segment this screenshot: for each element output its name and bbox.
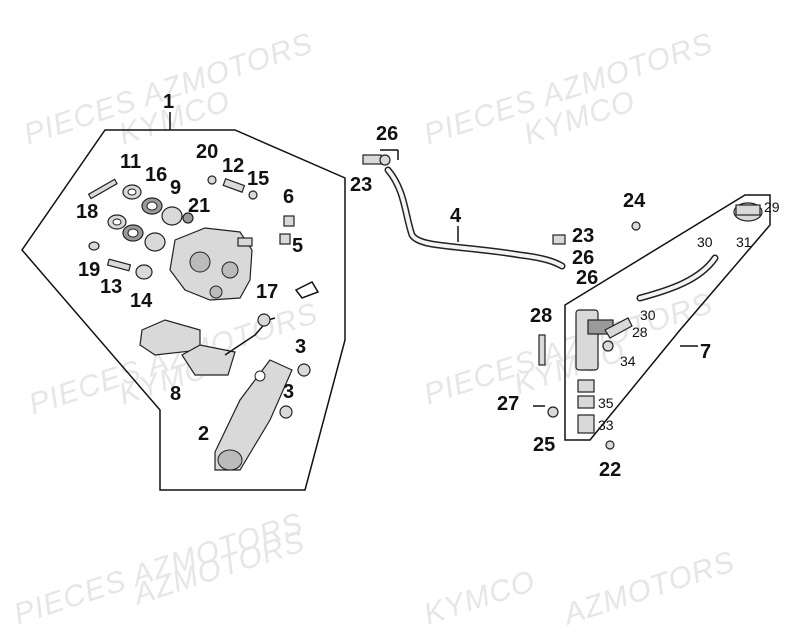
brake-pad — [139, 319, 236, 376]
callout-12: 12 — [222, 155, 244, 177]
callout-26: 26 — [572, 247, 594, 269]
master-cylinder-body — [575, 309, 633, 434]
callout-3: 3 — [283, 381, 294, 403]
exploded-parts-diagram: 1 2 3 3 4 5 6 7 8 9 11 12 13 14 15 16 17… — [21, 91, 780, 491]
brake-hose — [362, 154, 566, 270]
callout-20: 20 — [196, 141, 218, 163]
washer-part — [107, 184, 142, 230]
callout-14: 14 — [130, 290, 153, 312]
callout-27: 27 — [497, 393, 519, 415]
master-cylinder-outline — [564, 194, 771, 441]
callout-31: 31 — [736, 234, 752, 250]
callout-15: 15 — [247, 168, 269, 190]
callout-33: 33 — [598, 417, 614, 433]
caliper-body — [169, 227, 253, 301]
callout-8: 8 — [170, 383, 181, 405]
reservoir-hose — [636, 254, 719, 302]
callout-19: 19 — [78, 259, 100, 281]
callout-2: 2 — [198, 423, 209, 445]
callout-23: 23 — [572, 225, 594, 247]
pad-spring — [224, 313, 276, 356]
callout-13: 13 — [100, 276, 122, 298]
callout-17: 17 — [256, 281, 278, 303]
callout-16: 16 — [145, 164, 167, 186]
caliper-bracket — [214, 359, 293, 471]
callout-4: 4 — [450, 205, 462, 227]
callout-18: 18 — [76, 201, 98, 223]
callout-35: 35 — [598, 395, 614, 411]
callout-5: 5 — [292, 235, 303, 257]
callout-21: 21 — [188, 195, 210, 217]
callout-9: 9 — [170, 177, 181, 199]
callout-26: 26 — [376, 123, 398, 145]
callout-7: 7 — [700, 341, 711, 363]
callout-1: 1 — [163, 91, 174, 113]
bolt-part — [279, 215, 295, 245]
callout-3: 3 — [295, 336, 306, 358]
small-part — [533, 221, 641, 450]
callout-28: 28 — [530, 305, 552, 327]
callout-30: 30 — [640, 307, 656, 323]
bolt-part — [279, 363, 311, 419]
clip-part — [294, 281, 320, 299]
callout-29: 29 — [764, 199, 780, 215]
pin-part — [88, 241, 153, 280]
callout-11: 11 — [120, 151, 141, 173]
callout-6: 6 — [283, 186, 294, 208]
seal-part — [122, 197, 163, 242]
caliper-group-outline — [21, 129, 346, 491]
callout-30: 30 — [697, 234, 713, 250]
callout-34: 34 — [620, 353, 636, 369]
callout-28: 28 — [632, 324, 648, 340]
callout-25: 25 — [533, 434, 555, 456]
callout-26: 26 — [576, 267, 598, 289]
callout-22: 22 — [599, 459, 621, 481]
bleeder-part — [182, 175, 258, 224]
callout-24: 24 — [623, 190, 646, 212]
callout-23: 23 — [350, 174, 372, 196]
reservoir-part — [733, 202, 763, 222]
bolt-part — [87, 178, 118, 200]
piston-part — [144, 206, 183, 252]
